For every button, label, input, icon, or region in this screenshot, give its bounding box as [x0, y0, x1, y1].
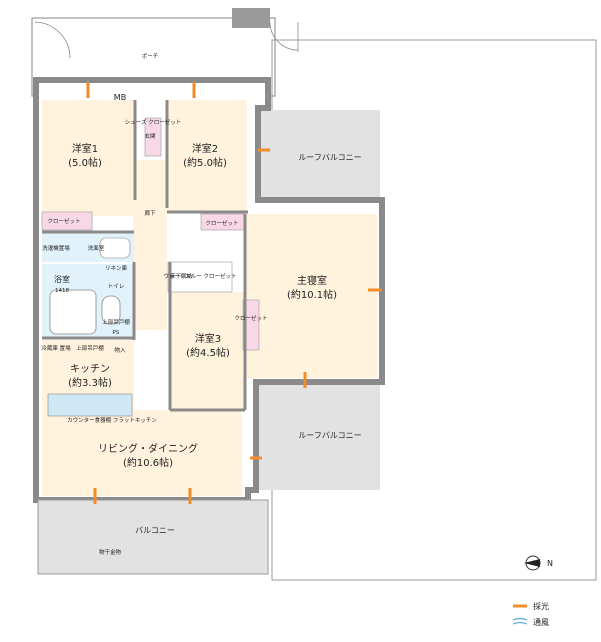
master-bedroom-size: (約10.1帖): [287, 288, 337, 301]
balcony-area: [37, 499, 269, 575]
mb-label: MB: [114, 93, 126, 102]
entrance-label: 玄関: [144, 132, 156, 140]
balcony-note-label: 物干金物: [99, 548, 122, 556]
living-name: リビング・ダイニング: [98, 442, 198, 455]
interior-walls: [42, 100, 248, 412]
window-indicators: [86, 82, 382, 504]
hallway-label: 廊下: [144, 209, 156, 217]
toilet-storage-label: 上部吊戸棚: [102, 318, 130, 326]
bath-name: 浴室: [54, 274, 70, 284]
legend-wind-label: 通風: [533, 617, 549, 627]
toilet-label: トイレ: [108, 284, 125, 290]
closet2-label: クローゼット: [205, 219, 238, 227]
room-fills: [42, 100, 377, 496]
roof-balcony-bottom-label: ルーフバルコニー: [298, 431, 361, 440]
counter-note-label: カウンター食器棚 フラットキッチン: [67, 416, 157, 424]
living-size: (約10.6帖): [123, 456, 173, 469]
storage-label: 物入: [114, 346, 126, 354]
closet1-label: クローゼット: [47, 217, 80, 225]
compass-label: N: [547, 559, 553, 568]
compass-icon: [524, 555, 541, 571]
kitchen-name: キッチン: [70, 363, 110, 375]
shoes-closet-label: シューズ クローゼット: [125, 118, 181, 126]
room1-size: (5.0帖): [68, 156, 102, 169]
ps-label: PS: [113, 330, 120, 336]
porch-label: ポーチ: [142, 53, 159, 60]
roof-balcony-top-label: ルーフバルコニー: [298, 153, 361, 162]
upper-cabinet-label: 上部吊戸棚: [76, 344, 104, 352]
room3-size: (約4.5帖): [186, 346, 230, 359]
linen-label: リネン庫: [105, 264, 128, 272]
room1-name: 洋室1: [72, 142, 98, 155]
roof-balcony-areas: [258, 110, 380, 490]
room2-name: 洋室2: [192, 142, 218, 155]
closets: [41, 117, 260, 351]
walk-in-closet-label: ウォークスルー クローゼット: [163, 272, 236, 280]
fridge-label: 冷蔵庫 置場: [41, 344, 71, 352]
laundry-label: 洗濯機置場: [42, 244, 70, 252]
balcony-label: バルコニー: [135, 526, 175, 535]
closet3-label: クローゼット: [234, 314, 267, 322]
room2-size: (約5.0帖): [183, 156, 227, 169]
master-bedroom-name: 主寝室: [297, 274, 327, 287]
bath-size: 1418: [55, 288, 69, 294]
kitchen-size: (約3.3帖): [68, 376, 112, 389]
under-floor-storage-label: 床下収納: [170, 272, 193, 280]
wet-fixtures: [47, 237, 133, 417]
legend-light-label: 採光: [533, 601, 549, 611]
room3-name: 洋室3: [195, 332, 221, 345]
legend-swatches: [512, 604, 528, 625]
washroom-label: 洗面室: [88, 244, 105, 252]
